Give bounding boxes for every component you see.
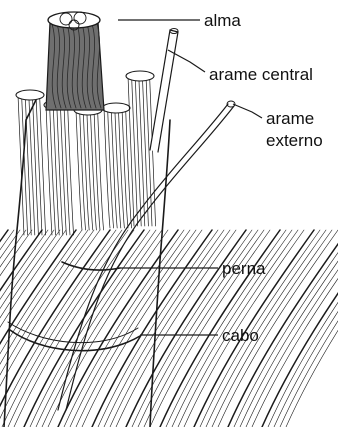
central-wire xyxy=(150,30,178,152)
unwound-strand-wire xyxy=(57,105,63,235)
strand-wire xyxy=(42,230,162,427)
strand-end-cap xyxy=(126,71,154,81)
label-core: alma xyxy=(204,11,241,30)
fiber-core xyxy=(46,22,104,110)
unwound-strand-wire xyxy=(135,76,141,226)
strand-wire xyxy=(8,230,128,427)
unwound-strand-wire xyxy=(50,105,56,235)
strand-wire xyxy=(280,230,338,427)
unwound-strand-wire xyxy=(46,105,52,235)
unwound-strand-wire xyxy=(53,105,59,235)
strand-end-cap xyxy=(102,103,130,113)
strand-wire xyxy=(0,230,48,427)
label-central-wire: arame central xyxy=(209,65,313,84)
unwound-strand-wire xyxy=(68,105,74,235)
unwound-strand-wire xyxy=(139,76,145,226)
label-strand: perna xyxy=(222,259,266,278)
strand-end-cap xyxy=(16,90,44,100)
strand-wire xyxy=(76,230,196,427)
unwound-strand-wire xyxy=(146,76,152,226)
strand-wire xyxy=(110,230,230,427)
unwound-strand-wire xyxy=(76,110,82,230)
label-rope: cabo xyxy=(222,326,259,345)
unwound-strand-wire xyxy=(64,105,70,235)
unwound-strand-wire xyxy=(128,76,134,226)
unwound-strand-wire xyxy=(132,76,138,226)
strand-wire xyxy=(0,230,116,427)
unwound-strand-wire xyxy=(36,95,42,235)
strand-wire xyxy=(274,230,338,427)
leader-outer-wire xyxy=(233,104,262,118)
unwound-strand-wire xyxy=(32,95,38,235)
strand-wire xyxy=(82,230,202,427)
unwound-strand-wire xyxy=(29,95,35,235)
unwound-strand-wire xyxy=(104,108,110,228)
strand-wire xyxy=(116,230,236,427)
unwound-strand-wire xyxy=(40,95,46,235)
label-outer-wire-line1: arame xyxy=(266,109,314,128)
unwound-strand-wire xyxy=(60,105,66,235)
strand-wire xyxy=(0,230,14,427)
outer-wire xyxy=(66,106,234,410)
label-outer-wire-line2: externo xyxy=(266,131,323,150)
